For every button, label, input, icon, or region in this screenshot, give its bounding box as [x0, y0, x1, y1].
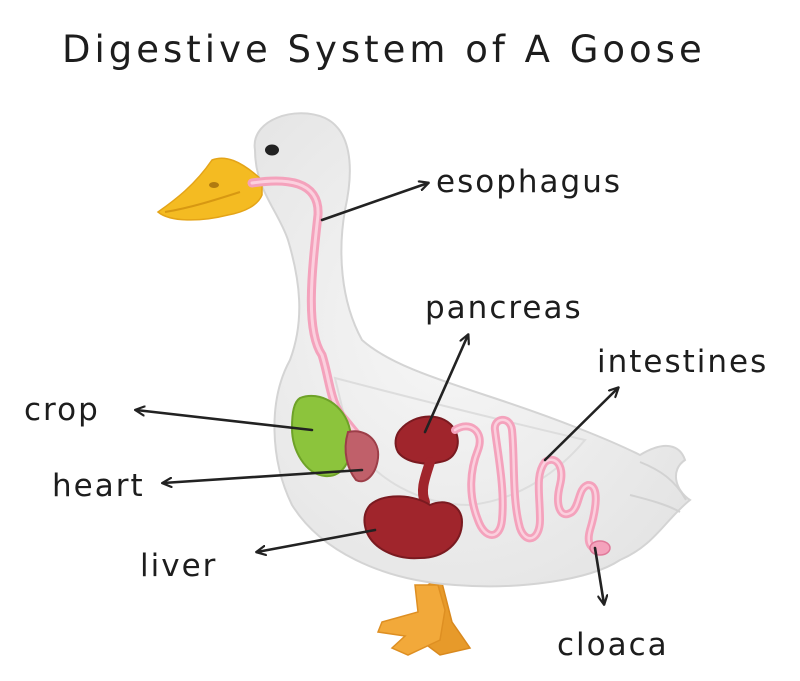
pancreas-organ — [394, 415, 459, 465]
pointer-arrows — [136, 183, 618, 604]
esophagus-arrow — [320, 183, 428, 222]
goose-nostril — [209, 182, 219, 188]
intestines-highlight — [453, 418, 602, 550]
label-liver: liver — [140, 548, 217, 584]
crop-organ — [290, 394, 353, 478]
goose-front-foot — [376, 584, 446, 656]
goose-beak-line — [164, 191, 241, 213]
cloaca-arrow — [593, 546, 604, 604]
organ-labels: esophagus pancreas intestines crop heart… — [24, 164, 768, 663]
label-heart: heart — [52, 468, 145, 504]
goose-tail-feathers — [629, 461, 687, 513]
goose-eye — [265, 144, 279, 156]
liver-organ — [363, 495, 464, 560]
intestines-arrow — [543, 388, 618, 462]
heart-arrow — [163, 468, 364, 483]
goose-illustration — [156, 112, 692, 656]
digestive-connector — [417, 457, 435, 507]
diagram-title: Digestive System of A Goose — [62, 28, 706, 71]
label-esophagus: esophagus — [436, 164, 622, 200]
pancreas-arrow — [423, 335, 468, 434]
label-intestines: intestines — [597, 344, 768, 380]
label-cloaca: cloaca — [557, 627, 669, 663]
goose-beak — [156, 157, 263, 221]
cloaca-organ — [589, 540, 611, 556]
heart-organ — [344, 430, 380, 483]
label-crop: crop — [24, 392, 100, 428]
liver-arrow — [257, 528, 377, 552]
crop-arrow — [136, 410, 314, 432]
goose-wing — [333, 376, 587, 507]
label-pancreas: pancreas — [425, 290, 583, 326]
